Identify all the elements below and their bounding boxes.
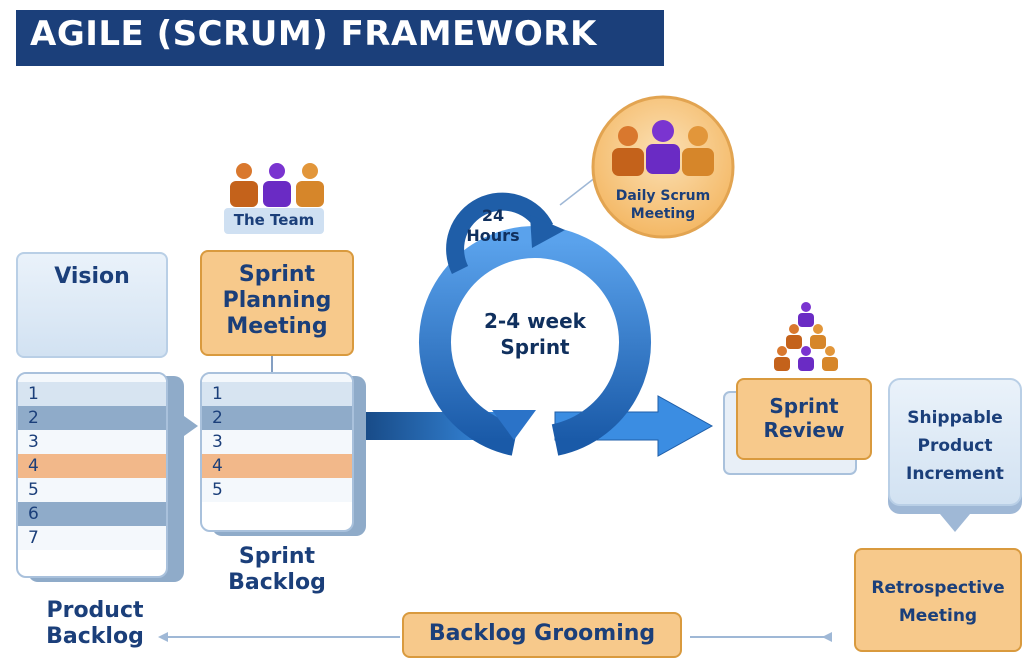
daily-cycle-line-1: 24 [481, 206, 505, 225]
list-item: 2 [202, 406, 352, 430]
retrospective-line-2: Meeting [898, 606, 978, 626]
product-backlog-list: 1 2 3 4 5 6 7 [16, 372, 168, 578]
sprint-planning-line-2: Planning [222, 288, 332, 313]
page-title: AGILE (SCRUM) FRAMEWORK [30, 14, 597, 54]
shippable-callout-tip [940, 514, 970, 532]
vision-label: Vision [54, 264, 130, 289]
sprint-review-line-2: Review [763, 418, 845, 442]
sprint-backlog-label: Sprint Backlog [222, 544, 332, 596]
sprint-planning-box [200, 250, 354, 356]
title-banner [16, 10, 664, 66]
sprint-backlog-list: 1 2 3 4 5 [200, 372, 354, 532]
list-item: 4 [202, 454, 352, 478]
retrospective-box [854, 548, 1022, 652]
product-backlog-line-2: Backlog [46, 624, 144, 649]
team-label: The Team [233, 211, 315, 229]
product-backlog-line-1: Product [46, 598, 144, 623]
daily-scrum-line-1: Daily Scrum [615, 188, 711, 204]
shippable-line-2: Product [917, 436, 993, 456]
daily-cycle-label: 24 Hours [460, 206, 526, 246]
list-item: 2 [18, 406, 166, 430]
sprint-ring-arrowhead [492, 410, 536, 440]
shippable-box [888, 378, 1022, 506]
daily-scrum-line-2: Meeting [630, 206, 696, 222]
sprint-review-line-1: Sprint [769, 394, 839, 418]
list-item: 1 [18, 382, 166, 406]
vision-box [16, 252, 168, 358]
daily-cycle-line-2: Hours [466, 226, 520, 245]
sprint-planning-line-3: Meeting [226, 314, 328, 339]
team-label-bg [224, 208, 324, 234]
list-item: 5 [18, 478, 166, 502]
product-backlog-label: Product Backlog [40, 598, 150, 650]
sprint-cycle-label: 2-4 week Sprint [480, 308, 590, 360]
sprint-backlog-line-2: Backlog [228, 570, 326, 595]
return-arrowhead [158, 632, 168, 642]
sprint-planning-line-1: Sprint [238, 262, 316, 287]
list-item: 5 [202, 478, 352, 502]
sprint-review-box [736, 378, 872, 460]
team-people-icon [230, 163, 324, 207]
list-item: 4 [18, 454, 166, 478]
review-people-icon [774, 302, 838, 371]
daily-ring-arrowhead [530, 215, 565, 248]
sprint-cycle-line-1: 2-4 week [483, 309, 586, 333]
backlog-grooming-box [402, 612, 682, 658]
daily-scrum-people-icon [612, 120, 714, 176]
sprint-backlog-line-1: Sprint [238, 544, 316, 569]
backlog-grooming-label: Backlog Grooming [428, 621, 656, 646]
shippable-line-3: Increment [906, 464, 1004, 484]
sprint-cycle-line-2: Sprint [500, 335, 570, 359]
sprint-planning-label: Sprint Planning Meeting [200, 262, 354, 340]
backlog-arrow-tip [184, 416, 198, 436]
retrospective-label: Retrospective Meeting [854, 574, 1022, 630]
list-item: 1 [202, 382, 352, 406]
sprint-review-label: Sprint Review [736, 394, 872, 442]
retrospective-line-1: Retrospective [871, 578, 1005, 598]
list-item: 7 [18, 526, 166, 550]
list-item: 6 [18, 502, 166, 526]
shippable-line-1: Shippable [907, 408, 1003, 428]
list-item: 3 [202, 430, 352, 454]
daily-cycle-ring [446, 192, 554, 274]
daily-scrum-label: Daily Scrum Meeting [603, 187, 723, 223]
shippable-label: Shippable Product Increment [888, 404, 1022, 488]
list-item: 3 [18, 430, 166, 454]
